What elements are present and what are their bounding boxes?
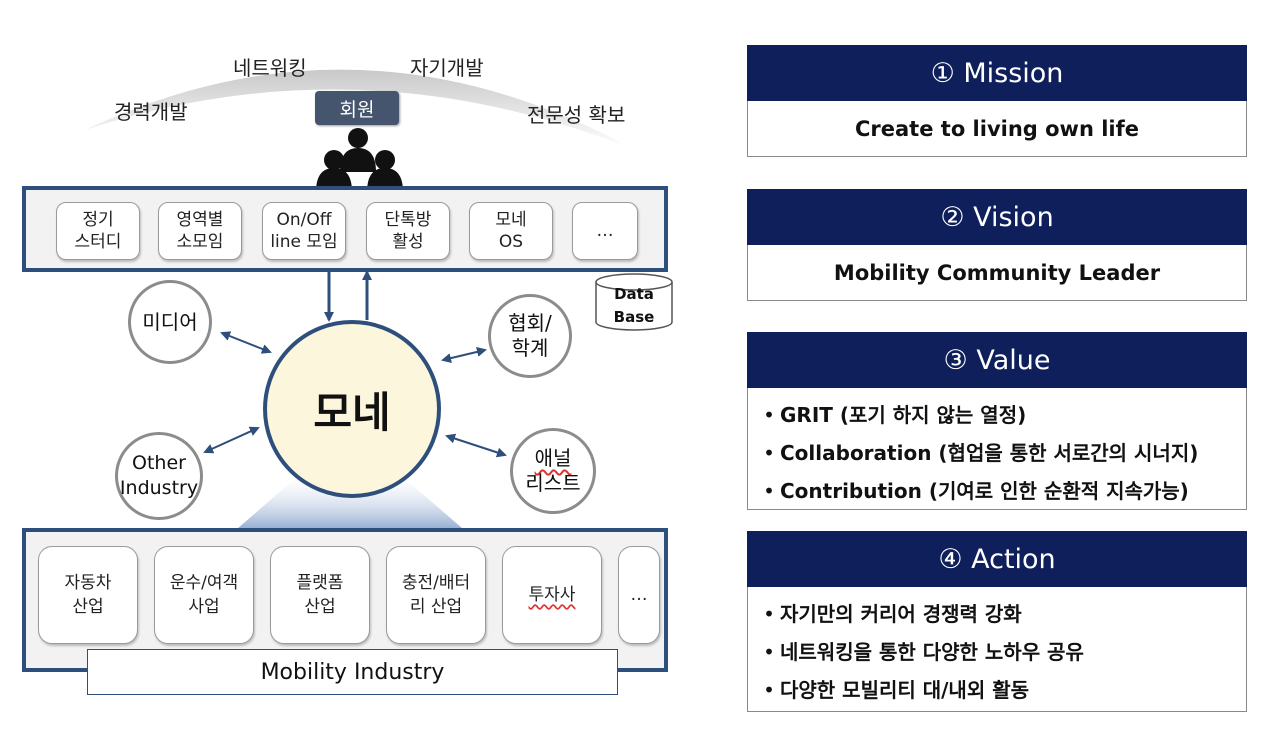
arrow-other-industry: [203, 426, 260, 454]
value-title: ③ Value: [747, 332, 1247, 388]
career-arc: [85, 69, 635, 150]
arc-label-expertise: 전문성 확보: [527, 103, 626, 127]
mission-title: ① Mission: [747, 45, 1247, 101]
arrow-association: [441, 346, 487, 364]
vision-card: ② Vision Mobility Community Leader: [747, 189, 1247, 301]
value-item: •Collaboration (협업을 통한 서로간의 시너지): [763, 441, 1199, 465]
tile-platform: 플랫폼 산업: [270, 546, 370, 644]
vision-text: Mobility Community Leader: [747, 245, 1247, 301]
tile-more: …: [572, 202, 638, 260]
action-item: •다양한 모빌리티 대/내외 활동: [763, 678, 1029, 702]
tile-charging-battery: 충전/배터 리 산업: [386, 546, 486, 644]
arc-label-career: 경력개발: [114, 100, 188, 124]
mission-text: Create to living own life: [747, 101, 1247, 157]
stakeholder-analyst: 애널 리스트: [510, 428, 596, 514]
arrow-media: [220, 331, 272, 354]
database-label: Data Base: [613, 285, 655, 326]
action-item: •자기만의 커리어 경쟁력 강화: [763, 602, 1022, 626]
analyst-line1: 애널: [534, 446, 572, 470]
member-badge: 회원: [315, 91, 399, 125]
arrow-analyst: [445, 433, 507, 458]
stakeholder-association: 협회/ 학계: [488, 294, 572, 378]
members-icon: [316, 128, 403, 192]
tile-automotive: 자동차 산업: [38, 546, 138, 644]
industry-panel: 자동차 산업 운수/여객 사업 플랫폼 산업 충전/배터 리 산업 투자사 …: [22, 528, 668, 672]
tile-group-meetups: 영역별 소모임: [158, 202, 242, 260]
stakeholder-other-industry: Other Industry: [115, 432, 203, 520]
action-item: •네트워킹을 통한 다양한 노하우 공유: [763, 640, 1084, 664]
industry-cone: [230, 470, 470, 535]
database-icon: [595, 273, 673, 331]
tile-transport: 운수/여객 사업: [154, 546, 254, 644]
value-card: ③ Value •GRIT (포기 하지 않는 열정) •Collaborati…: [747, 332, 1247, 510]
value-item: •GRIT (포기 하지 않는 열정): [763, 403, 1027, 427]
analyst-line2: 리스트: [525, 471, 581, 495]
center-mone: 모네: [263, 320, 441, 498]
value-body: •GRIT (포기 하지 않는 열정) •Collaboration (협업을 …: [747, 388, 1247, 510]
mobility-industry-label: Mobility Industry: [87, 649, 618, 695]
platform-panel: 정기 스터디 영역별 소모임 On/Off line 모임 단톡방 활성 모네 …: [22, 186, 668, 272]
tile-online-offline-meetings: On/Off line 모임: [262, 202, 346, 260]
vision-title: ② Vision: [747, 189, 1247, 245]
stakeholder-media: 미디어: [128, 280, 212, 364]
tile-investors: 투자사: [502, 546, 602, 644]
tile-group-chat: 단톡방 활성: [366, 202, 450, 260]
action-body: •자기만의 커리어 경쟁력 강화 •네트워킹을 통한 다양한 노하우 공유 •다…: [747, 587, 1247, 712]
arc-label-networking: 네트워킹: [233, 56, 307, 80]
action-card: ④ Action •자기만의 커리어 경쟁력 강화 •네트워킹을 통한 다양한 …: [747, 531, 1247, 712]
arc-label-self-development: 자기개발: [410, 56, 484, 80]
value-item: •Contribution (기여로 인한 순환적 지속가능): [763, 479, 1189, 503]
tile-regular-study: 정기 스터디: [56, 202, 140, 260]
tile-mone-os: 모네 OS: [469, 202, 553, 260]
mission-card: ① Mission Create to living own life: [747, 45, 1247, 157]
tile-more-industry: …: [618, 546, 660, 644]
action-title: ④ Action: [747, 531, 1247, 587]
